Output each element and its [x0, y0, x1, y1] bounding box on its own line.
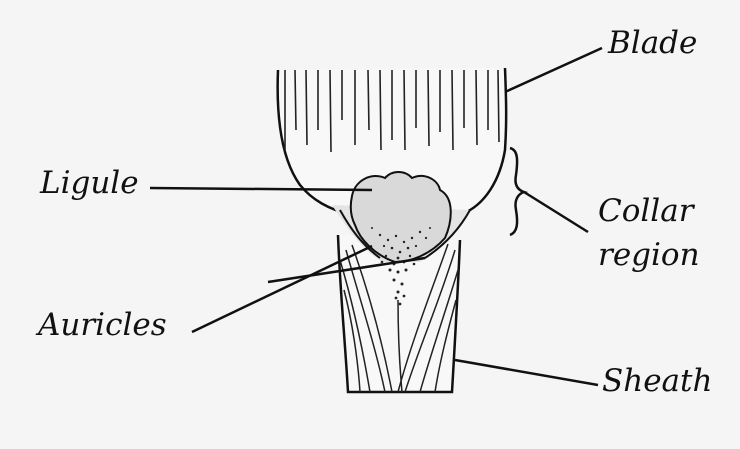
- blade-leader: [505, 48, 602, 92]
- label-region: region: [598, 240, 700, 271]
- label-collar: Collar: [598, 196, 694, 227]
- sheath-leader: [455, 360, 598, 385]
- collar-leader: [524, 192, 588, 232]
- label-sheath: Sheath: [602, 366, 712, 397]
- label-blade: Blade: [608, 28, 697, 59]
- label-auricles: Auricles: [38, 310, 167, 341]
- collar-bracket: [510, 148, 524, 235]
- label-ligule: Ligule: [40, 168, 139, 199]
